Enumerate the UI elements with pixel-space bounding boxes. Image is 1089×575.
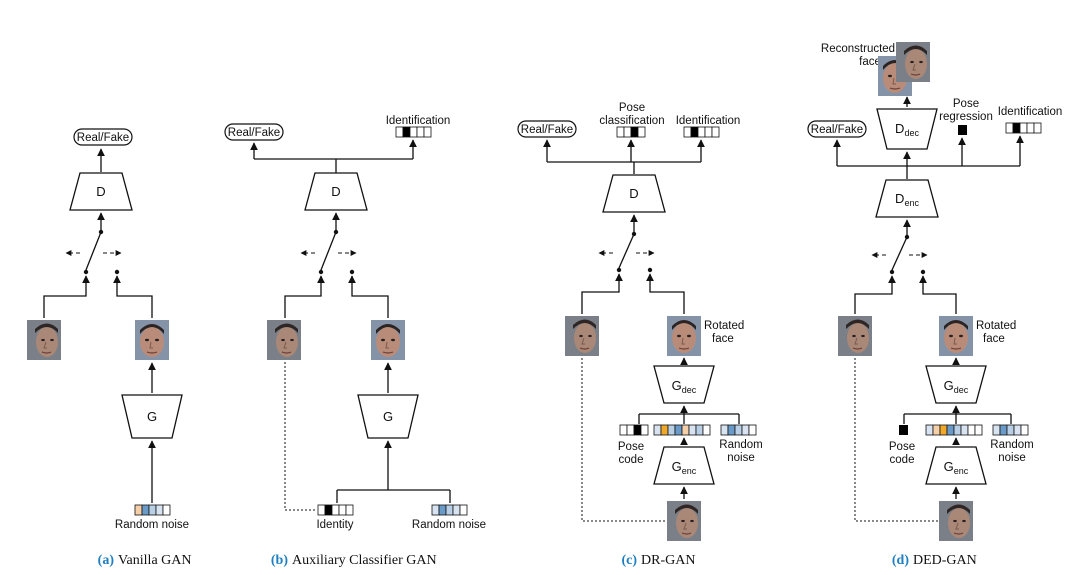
caption-letter: (c) bbox=[621, 553, 637, 568]
identity-feature-vector bbox=[653, 424, 711, 436]
d-dec-label: Ddec bbox=[895, 121, 919, 138]
reconstructed-face-image bbox=[895, 41, 931, 83]
d-enc-label: Denc bbox=[895, 191, 919, 208]
real-fake-output-box bbox=[807, 120, 867, 138]
g-dec-label: Gdec bbox=[672, 378, 697, 395]
noise-vector bbox=[431, 504, 468, 516]
identification-label: Identification bbox=[676, 115, 741, 127]
rotated-face-label-2: face bbox=[983, 333, 1005, 345]
generator-block bbox=[121, 394, 183, 439]
g-dec-label: Gdec bbox=[944, 378, 969, 395]
caption-title: Auxiliary Classifier GAN bbox=[292, 553, 437, 568]
discriminator-label: D bbox=[96, 184, 105, 199]
pose-code-label-1: Pose bbox=[618, 441, 644, 453]
random-noise-label-2: noise bbox=[998, 452, 1026, 464]
identification-label: Identification bbox=[998, 106, 1063, 118]
identity-output-vector bbox=[395, 126, 432, 138]
g-enc-label: Genc bbox=[672, 459, 697, 476]
rotated-face-label-1: Rotated bbox=[976, 320, 1016, 332]
g-dec-block bbox=[925, 365, 987, 404]
real-fake-label: Real/Fake bbox=[811, 124, 863, 136]
rotated-face-label-1: Rotated bbox=[704, 320, 744, 332]
fake-face-path bbox=[113, 275, 153, 318]
input-dotted-link bbox=[854, 358, 939, 522]
pose-code-label-1: Pose bbox=[889, 441, 915, 453]
rotated-face-label-2: face bbox=[712, 333, 734, 345]
generated-face-image bbox=[370, 319, 406, 361]
reconstructed-face-label-1: Reconstructed bbox=[821, 43, 895, 55]
discriminator-label: D bbox=[331, 184, 340, 199]
real-fake-label: Real/Fake bbox=[228, 127, 280, 139]
real-face-image bbox=[266, 319, 302, 361]
pose-classification-label-1: Pose bbox=[619, 102, 645, 114]
random-noise-label-1: Random bbox=[990, 439, 1033, 451]
random-noise-label-2: noise bbox=[727, 452, 755, 464]
input-dotted-link bbox=[581, 358, 667, 522]
identity-dotted-link bbox=[284, 362, 316, 511]
noise-vector bbox=[720, 424, 757, 436]
generator-label: G bbox=[147, 409, 157, 424]
generator-block bbox=[357, 394, 419, 439]
pose-code-label-2: code bbox=[619, 454, 644, 466]
reconstructed-face-label-2: face bbox=[859, 56, 881, 68]
g-enc-block bbox=[653, 446, 715, 485]
pose-regression-label-2: regression bbox=[939, 111, 993, 123]
caption-letter: (d) bbox=[892, 553, 909, 568]
d-enc-block bbox=[875, 179, 939, 218]
g-enc-block bbox=[925, 446, 987, 485]
identification-label: Identification bbox=[386, 115, 451, 127]
random-noise-label: Random noise bbox=[115, 519, 189, 531]
pose-code-label-2: code bbox=[890, 454, 915, 466]
discriminator-block bbox=[602, 174, 666, 213]
identity-code-vector bbox=[317, 504, 354, 516]
real-fake-output-box bbox=[73, 128, 133, 146]
real-face-image bbox=[837, 315, 873, 357]
panel-ded-gan: Reconstructed face Ddec Real/Fake Pose r… bbox=[807, 41, 1063, 568]
random-noise-label: Random noise bbox=[412, 519, 486, 531]
pose-code-input bbox=[899, 425, 908, 435]
generated-face-image bbox=[134, 319, 170, 361]
g-dec-block bbox=[653, 365, 715, 404]
caption-title: DED-GAN bbox=[913, 553, 977, 568]
identity-output-vector bbox=[683, 126, 720, 138]
real-face-image bbox=[26, 319, 62, 361]
pose-regression-label-1: Pose bbox=[953, 98, 979, 110]
rotated-face-image bbox=[666, 315, 702, 357]
switch-lever bbox=[85, 231, 102, 271]
pose-classification-label-2: classification bbox=[599, 115, 664, 127]
pose-output-vector bbox=[616, 126, 646, 138]
caption-letter: (b) bbox=[271, 553, 288, 568]
real-fake-label: Real/Fake bbox=[521, 124, 573, 136]
real-face-image bbox=[564, 315, 600, 357]
panel-dr-gan: Real/Fake Pose classification Identifica… bbox=[517, 102, 763, 568]
input-face-image bbox=[666, 500, 702, 542]
pose-code-vector bbox=[619, 424, 649, 436]
real-fake-output-box bbox=[517, 120, 577, 138]
real-fake-output-box bbox=[224, 123, 284, 141]
generator-label: G bbox=[383, 409, 393, 424]
discriminator-block bbox=[69, 172, 133, 211]
rotated-face-image bbox=[938, 315, 974, 357]
g-enc-label: Genc bbox=[944, 459, 969, 476]
identity-feature-vector bbox=[925, 424, 983, 436]
input-face-image bbox=[938, 500, 974, 542]
discriminator-label: D bbox=[629, 186, 638, 201]
random-noise-label-1: Random bbox=[719, 439, 762, 451]
caption-letter: (a) bbox=[98, 553, 115, 568]
d-dec-block bbox=[876, 108, 938, 150]
caption-title: DR-GAN bbox=[641, 553, 695, 568]
identity-output-vector bbox=[1005, 122, 1042, 134]
pose-regression-output bbox=[958, 125, 967, 135]
panel-vanilla-gan: Real/Fake D G Random noise (a) Vanilla G… bbox=[26, 128, 192, 568]
real-face-path bbox=[43, 275, 90, 318]
noise-vector bbox=[992, 424, 1029, 436]
real-fake-label: Real/Fake bbox=[77, 132, 129, 144]
panel-auxiliary-classifier-gan: Real/Fake Identification D G bbox=[224, 115, 486, 568]
caption-title: Vanilla GAN bbox=[118, 553, 192, 568]
identity-label: Identity bbox=[316, 519, 353, 531]
noise-vector bbox=[134, 504, 171, 516]
discriminator-block bbox=[304, 172, 368, 211]
